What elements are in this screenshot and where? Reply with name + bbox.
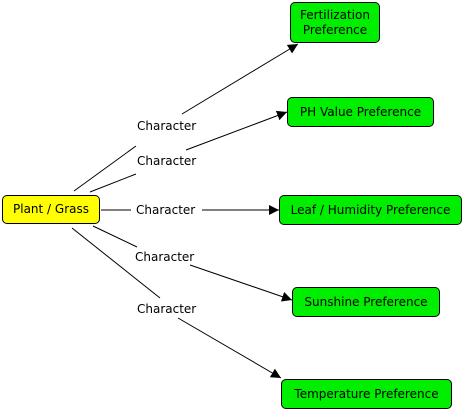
edge-label-temperature: Character (137, 302, 196, 316)
edge-fertilization (73, 145, 137, 192)
edge-fertilization-arrow (181, 43, 299, 115)
target-node-fertilization[interactable]: Fertilization Preference (290, 2, 380, 43)
edge-label-ph-value: Character (137, 154, 196, 168)
target-node-leaf-humidity[interactable]: Leaf / Humidity Preference (279, 195, 462, 225)
edge-temperature (71, 227, 161, 299)
target-node-ph-value[interactable]: PH Value Preference (287, 97, 434, 127)
edge-sunshine-arrow (189, 264, 293, 302)
target-node-temperature[interactable]: Temperature Preference (281, 379, 452, 409)
edge-label-leaf-humidity: Character (136, 203, 195, 217)
edge-label-sunshine: Character (135, 250, 194, 264)
source-node-plant-grass[interactable]: Plant / Grass (2, 195, 100, 224)
edge-ph-value-arrow (185, 110, 288, 151)
target-node-label: PH Value Preference (299, 104, 422, 119)
target-node-label: Fertilization Preference (300, 7, 370, 37)
edge-label-fertilization: Character (137, 119, 196, 133)
target-node-label: Temperature Preference (294, 386, 439, 401)
source-node-label: Plant / Grass (13, 202, 89, 216)
edge-temperature-arrow (177, 317, 282, 379)
target-node-label: Leaf / Humidity Preference (290, 202, 451, 217)
target-node-sunshine[interactable]: Sunshine Preference (292, 287, 440, 317)
edge-sunshine (92, 225, 138, 248)
edge-ph-value (89, 173, 137, 193)
target-node-label: Sunshine Preference (304, 294, 428, 309)
